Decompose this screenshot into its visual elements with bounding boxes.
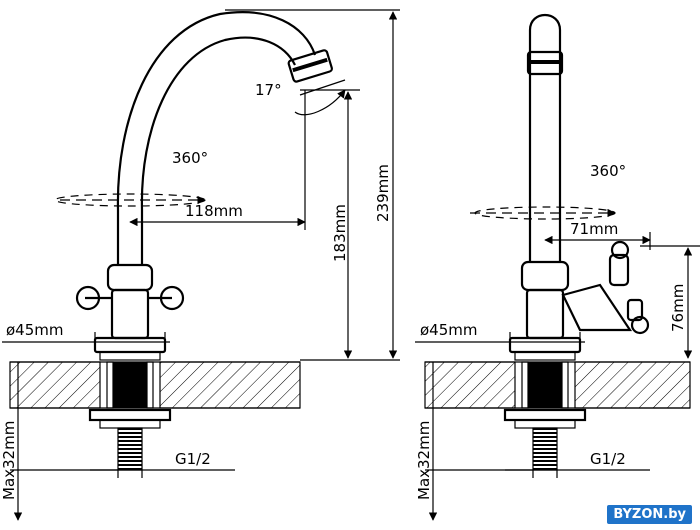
handle-height-label: 76mm	[669, 284, 687, 332]
reach-label: 118mm	[185, 202, 243, 220]
countertop-section	[424, 361, 516, 409]
base-diameter-label: ø45mm	[6, 321, 64, 339]
rotation-label: 360°	[172, 149, 208, 167]
max-thickness-label: Max32mm	[0, 421, 18, 500]
threaded-stud	[532, 427, 558, 471]
vertical-spout	[528, 14, 562, 262]
countertop-section	[9, 361, 101, 409]
thread-label: G1/2	[590, 450, 626, 468]
base-flange	[508, 336, 582, 354]
side-handle	[561, 240, 650, 335]
front-view: 360° 17° 118mm 183mm 239mm ø45mm Max32mm…	[0, 9, 400, 521]
aerator-nozzle	[526, 50, 564, 76]
thread-label: G1/2	[175, 450, 211, 468]
mounting-nut	[88, 408, 172, 422]
cross-handle-left	[75, 285, 112, 311]
angle-label: 17°	[255, 81, 282, 99]
spout-height-label: 183mm	[331, 204, 349, 262]
handle-reach-label: 71mm	[570, 220, 618, 238]
base-diameter-label: ø45mm	[420, 321, 478, 339]
side-view: 360° 71mm 76mm ø45mm Max32mm G1/2	[415, 14, 700, 521]
base-flange	[93, 336, 167, 354]
countertop-section	[574, 361, 691, 409]
max-thickness-label: Max32mm	[415, 421, 433, 500]
threaded-stud	[117, 427, 143, 471]
mounting-nut	[503, 408, 587, 422]
rotation-label: 360°	[590, 162, 626, 180]
watermark-badge: BYZON.by	[607, 505, 692, 524]
shank	[113, 362, 147, 408]
total-height-label: 239mm	[374, 164, 392, 222]
shank	[528, 362, 562, 408]
aerator-nozzle	[287, 49, 333, 83]
swivel-spout	[116, 11, 317, 265]
cross-handle-right	[148, 285, 185, 311]
countertop-section	[159, 361, 301, 409]
